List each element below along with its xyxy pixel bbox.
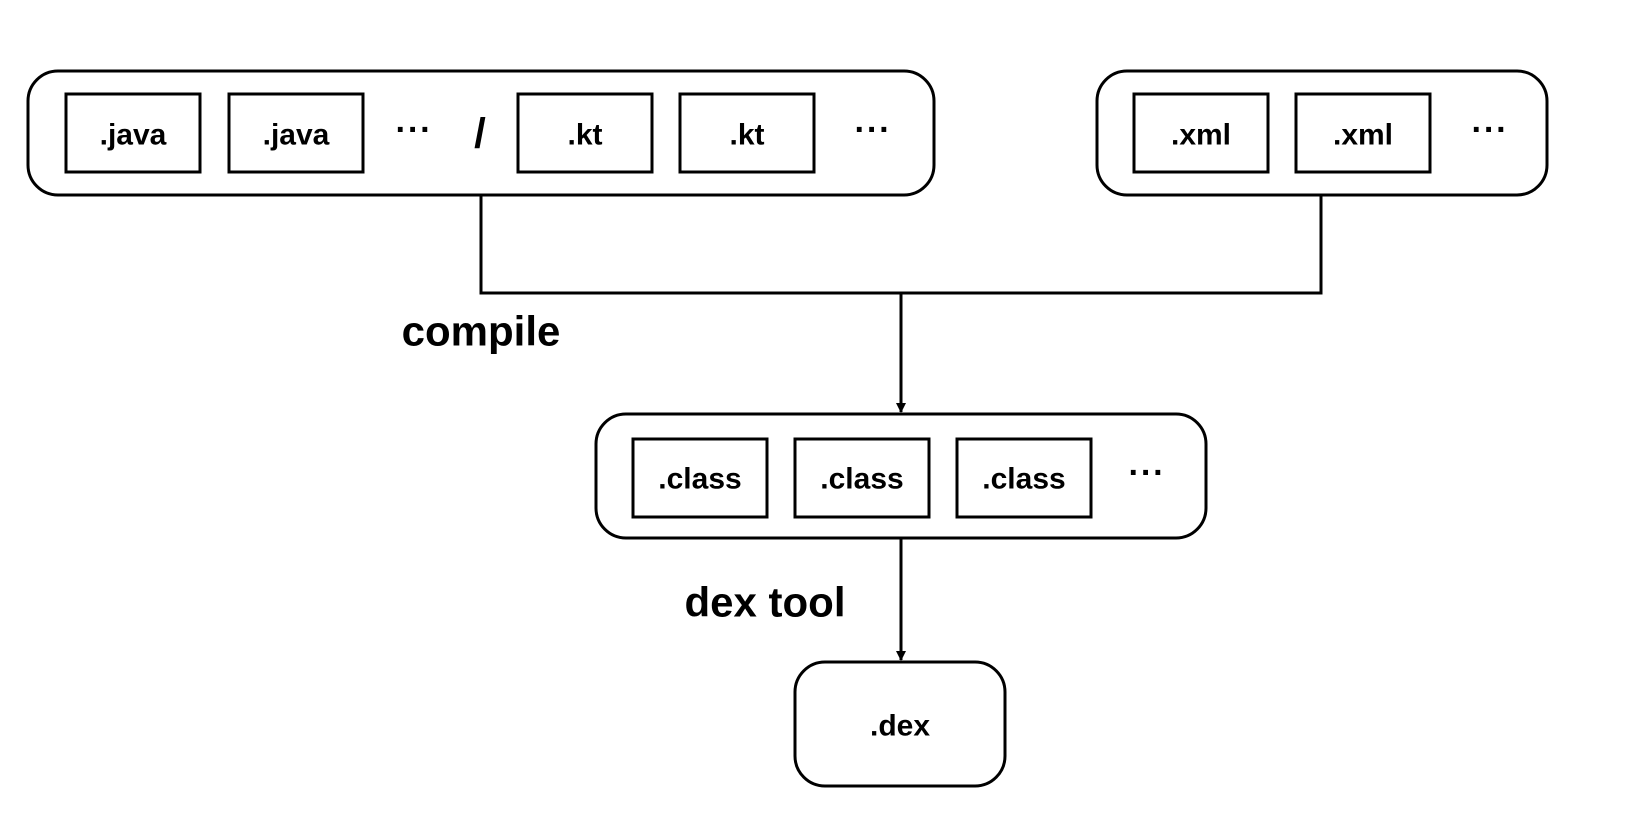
dex-output-label: .dex (870, 710, 930, 743)
dex-output-box: .dex (793, 660, 1007, 788)
xml-file-box: .xml (1132, 92, 1270, 174)
kotlin-file-box: .kt (678, 92, 816, 174)
class-ellipsis: ··· (1129, 454, 1166, 492)
compile-label: compile (402, 308, 561, 355)
xml-file-box: .xml (1294, 92, 1432, 174)
kotlin-ellipsis: ··· (855, 111, 892, 149)
class-file-box: .class (955, 437, 1093, 519)
java-file-box: .java (227, 92, 365, 174)
merge-connector (479, 195, 1323, 295)
java-ellipsis: ··· (396, 111, 433, 149)
class-file-label: .class (820, 463, 903, 496)
class-file-box: .class (631, 437, 769, 519)
kotlin-file-box: .kt (516, 92, 654, 174)
source-files-group: .java .java ··· / .kt .kt ··· (26, 69, 936, 197)
kotlin-file-label: .kt (729, 119, 764, 152)
java-file-label: .java (263, 119, 330, 152)
java-file-label: .java (100, 119, 167, 152)
resource-files-group: .xml .xml ··· (1095, 69, 1549, 197)
class-file-box: .class (793, 437, 931, 519)
language-separator: / (474, 110, 486, 157)
class-file-label: .class (658, 463, 741, 496)
java-file-box: .java (64, 92, 202, 174)
kotlin-file-label: .kt (567, 119, 602, 152)
compile-connectors (479, 195, 1323, 413)
dex-tool-label: dex tool (684, 579, 845, 626)
class-file-label: .class (982, 463, 1065, 496)
xml-file-label: .xml (1333, 119, 1393, 152)
class-files-group: .class .class .class ··· (594, 412, 1208, 540)
xml-file-label: .xml (1171, 119, 1231, 152)
xml-ellipsis: ··· (1472, 111, 1509, 149)
